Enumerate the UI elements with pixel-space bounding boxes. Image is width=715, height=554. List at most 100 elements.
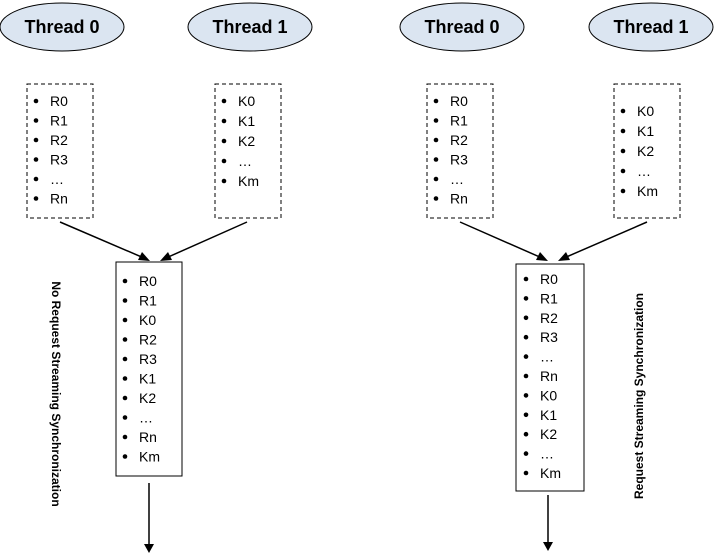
request-item: R2	[50, 132, 68, 148]
left-merged-queue	[115, 261, 183, 477]
request-item: R2	[450, 132, 468, 148]
request-item: K0	[139, 312, 156, 328]
request-item: R2	[139, 332, 157, 348]
request-item: …	[540, 349, 554, 365]
bullet-icon	[523, 470, 529, 476]
bullet-icon	[433, 196, 439, 201]
bullet-icon	[122, 415, 128, 420]
request-item: R0	[540, 271, 558, 287]
right-output-arrowhead	[543, 542, 553, 551]
right-thread0-node: Thread 0	[399, 2, 525, 52]
bullet-icon	[122, 317, 128, 323]
request-item: R3	[540, 329, 558, 345]
right-thread1-node: Thread 1	[588, 2, 714, 52]
bullet-icon	[33, 176, 39, 182]
bullet-icon	[433, 157, 439, 162]
bullet-icon	[122, 395, 128, 401]
request-item: K1	[139, 371, 156, 387]
bullet-icon	[523, 431, 529, 437]
request-item: …	[450, 171, 464, 187]
left-thread0-node: Thread 0	[0, 2, 125, 52]
left-thread0-arrow	[59, 221, 145, 259]
bullet-icon	[523, 373, 529, 379]
request-item: Rn	[50, 191, 68, 207]
request-item: …	[637, 163, 651, 179]
bullet-icon	[33, 157, 39, 162]
request-item: Km	[139, 449, 160, 465]
request-item: Rn	[540, 368, 558, 384]
request-item: K2	[238, 133, 255, 149]
request-item: K1	[637, 123, 654, 139]
bullet-icon	[523, 451, 529, 456]
bullet-icon	[33, 118, 39, 123]
bullet-icon	[523, 393, 529, 398]
bullet-icon	[523, 412, 529, 418]
bullet-icon	[620, 188, 626, 194]
request-item: Rn	[450, 191, 468, 207]
bullet-icon	[523, 334, 529, 340]
request-item: R0	[450, 93, 468, 109]
bullet-icon	[523, 296, 529, 301]
request-item: R2	[540, 310, 558, 326]
request-item: …	[540, 446, 554, 462]
right-thread1-label: Thread 1	[613, 17, 688, 37]
bullet-icon	[523, 354, 529, 359]
bullet-icon	[33, 98, 39, 104]
bullet-icon	[122, 337, 128, 342]
request-item: Km	[637, 183, 658, 199]
bullet-icon	[620, 148, 626, 154]
right-thread1-arrow	[563, 221, 648, 259]
bullet-icon	[122, 278, 128, 284]
request-item: Km	[238, 173, 259, 189]
request-item: K2	[139, 390, 156, 406]
bullet-icon	[433, 118, 439, 123]
bullet-icon	[433, 176, 439, 182]
request-item: K2	[637, 143, 654, 159]
bullet-icon	[221, 158, 227, 164]
left-thread0-arrowhead	[138, 252, 150, 261]
request-item: R3	[450, 152, 468, 168]
request-item: …	[139, 410, 153, 426]
right-thread0-label: Thread 0	[424, 17, 499, 37]
bullet-icon	[221, 178, 227, 184]
right-thread0-arrowhead	[536, 252, 548, 261]
request-item: R0	[50, 93, 68, 109]
request-item: R3	[50, 152, 68, 168]
left-thread1-arrow	[165, 221, 248, 259]
request-item: K2	[540, 426, 557, 442]
bullet-icon	[433, 98, 439, 104]
bullet-icon	[122, 376, 128, 381]
bullet-icon	[122, 356, 128, 362]
bullet-icon	[620, 168, 626, 174]
bullet-icon	[122, 434, 128, 440]
left-thread1-label: Thread 1	[212, 17, 287, 37]
request-item: R1	[540, 290, 558, 306]
request-item: …	[238, 153, 252, 169]
request-item: Rn	[139, 429, 157, 445]
bullet-icon	[221, 98, 227, 104]
request-item: K0	[637, 103, 654, 119]
request-item: K1	[238, 113, 255, 129]
bullet-icon	[620, 128, 626, 134]
request-item: K1	[540, 407, 557, 423]
right-thread1-arrowhead	[558, 252, 570, 261]
left-thread1-arrowhead	[160, 252, 172, 261]
left-thread1-node: Thread 1	[187, 2, 313, 52]
request-item: R1	[450, 113, 468, 129]
bullet-icon	[33, 137, 39, 143]
right-thread0-arrow	[459, 221, 543, 259]
request-item: R1	[50, 113, 68, 129]
left-thread1-queue	[214, 83, 282, 219]
bullet-icon	[221, 138, 227, 144]
request-item: K0	[540, 387, 557, 403]
bullet-icon	[433, 137, 439, 143]
right-side-label: Request Streaming Synchronization	[632, 293, 646, 499]
